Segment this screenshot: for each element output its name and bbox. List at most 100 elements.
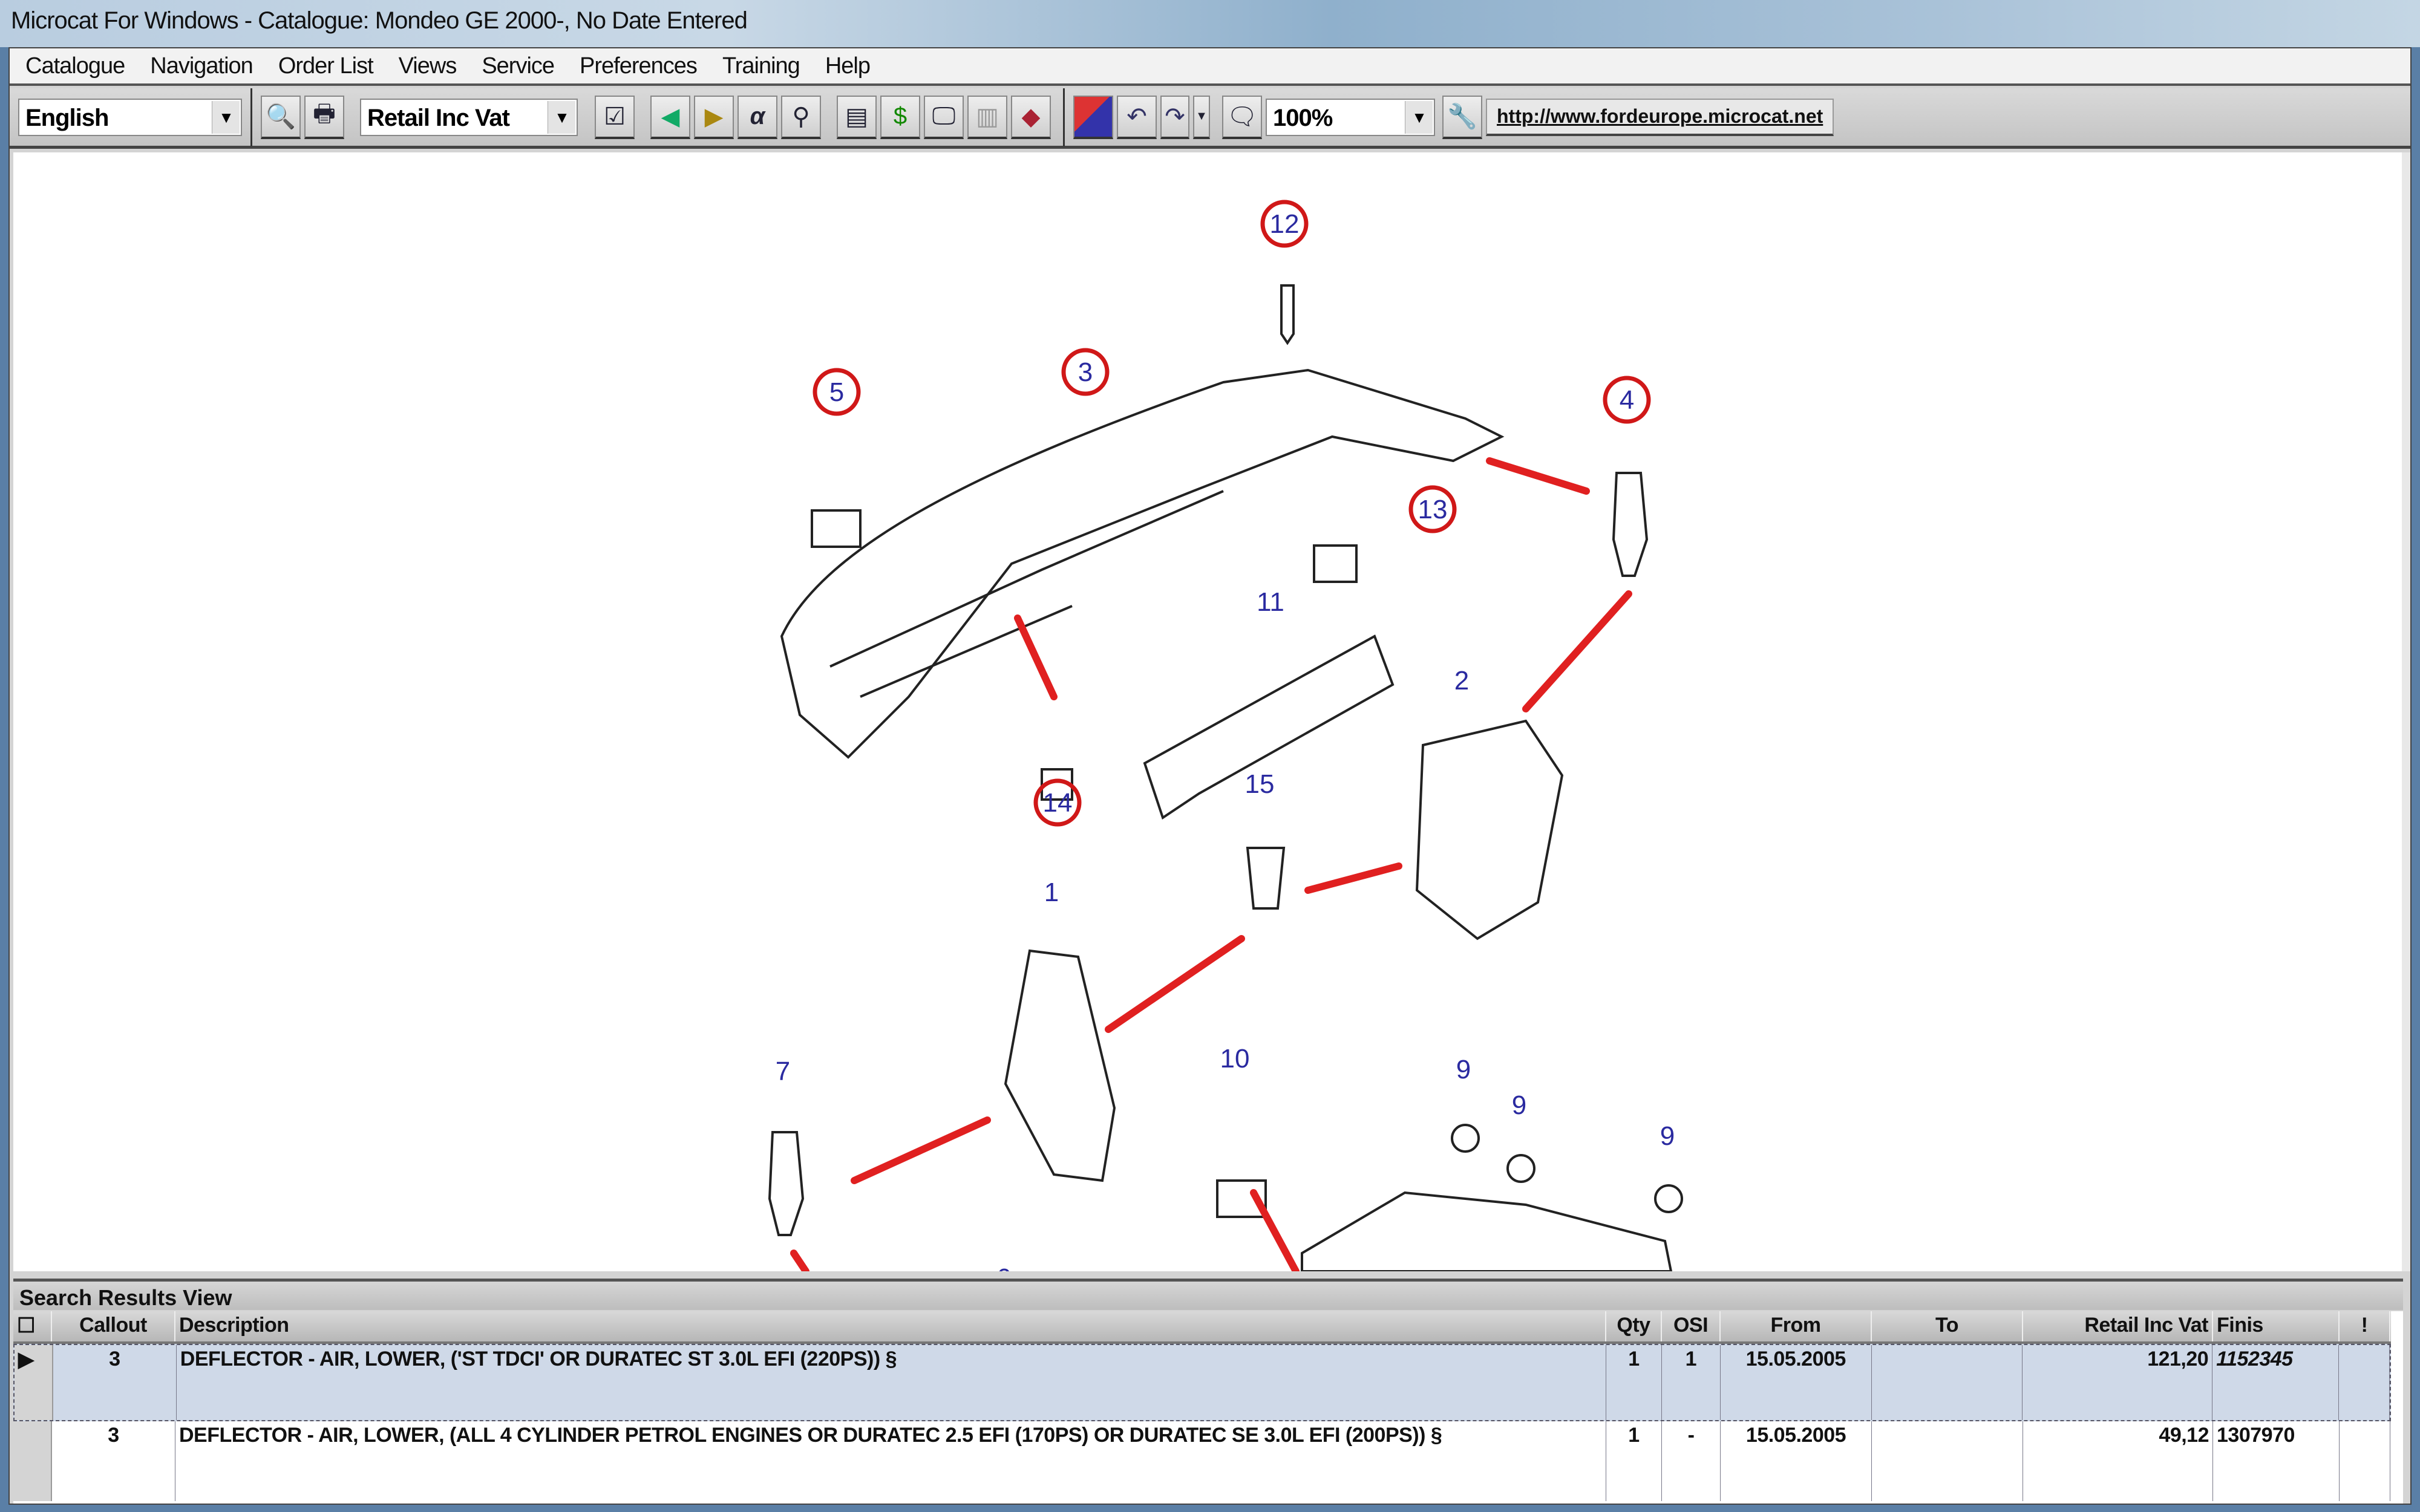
- callout-label[interactable]: 12: [1270, 209, 1300, 239]
- diagram-scrollbar[interactable]: [2402, 152, 2410, 1271]
- row-selector-arrow-icon[interactable]: ▶: [15, 1345, 53, 1420]
- col-callout[interactable]: Callout: [52, 1311, 175, 1341]
- row-selector[interactable]: [13, 1421, 52, 1501]
- clip-part-15: [1246, 847, 1286, 910]
- price-type-select[interactable]: Retail Inc Vat ▼: [360, 98, 578, 136]
- callout-circle: [1033, 778, 1082, 827]
- deflector-detail: [829, 490, 1224, 698]
- zoom-select[interactable]: 100% ▼: [1266, 98, 1435, 136]
- menu-catalogue[interactable]: Catalogue: [25, 53, 125, 79]
- callout-label[interactable]: 2: [1454, 666, 1469, 696]
- callout-label[interactable]: 9: [1660, 1121, 1675, 1151]
- chevron-down-icon[interactable]: ▼: [1405, 100, 1433, 134]
- price-button[interactable]: $: [880, 95, 920, 139]
- col-qty[interactable]: Qty: [1606, 1311, 1662, 1341]
- callout-label[interactable]: 11: [1257, 587, 1284, 617]
- print-preview-button[interactable]: 🔍: [261, 95, 301, 139]
- callout-label[interactable]: 4: [1620, 385, 1634, 415]
- parts-list-button[interactable]: ▤: [837, 95, 877, 139]
- menu-navigation[interactable]: Navigation: [150, 53, 253, 79]
- price-type-value: Retail Inc Vat: [367, 104, 510, 131]
- col-finis[interactable]: Finis: [2213, 1311, 2340, 1341]
- redo-button[interactable]: ↷: [1160, 95, 1189, 139]
- callout-label[interactable]: 6: [996, 1263, 1011, 1271]
- cell-qty: 1: [1606, 1421, 1662, 1501]
- cell-flag: [2340, 1421, 2390, 1501]
- nut-part-9: [1506, 1154, 1535, 1183]
- cell-from: 15.05.2005: [1721, 1345, 1872, 1420]
- callout-circle: [1408, 485, 1457, 533]
- zoom-value: 100%: [1273, 104, 1333, 131]
- cell-from: 15.05.2005: [1721, 1421, 1872, 1501]
- menu-service[interactable]: Service: [482, 53, 555, 79]
- callout-label[interactable]: 1: [1044, 878, 1059, 907]
- callout-label[interactable]: 3: [1078, 357, 1093, 387]
- screw-part-12: [1280, 284, 1295, 345]
- undershield-part-6: [1301, 1191, 1673, 1271]
- window-title: Microcat For Windows - Catalogue: Mondeo…: [11, 7, 748, 34]
- print-button[interactable]: 🖶: [304, 95, 344, 139]
- search-icon[interactable]: ⚲: [781, 95, 821, 139]
- table-header: ☐ Callout Description Qty OSI From To Re…: [13, 1311, 2391, 1344]
- app-window: Catalogue Navigation Order List Views Se…: [8, 47, 2412, 1505]
- split-view-button[interactable]: ▥: [967, 95, 1007, 139]
- table-row[interactable]: ▶ 3 DEFLECTOR - AIR, LOWER, ('ST TDCI' O…: [13, 1344, 2391, 1421]
- menu-order-list[interactable]: Order List: [278, 53, 374, 79]
- menu-help[interactable]: Help: [825, 53, 871, 79]
- website-link[interactable]: http://www.fordeurope.microcat.net: [1486, 98, 1834, 136]
- nut-part-9: [1451, 1124, 1480, 1153]
- undo-button[interactable]: ↶: [1117, 95, 1157, 139]
- callout-circle: [1603, 376, 1651, 424]
- cell-callout: 3: [52, 1421, 175, 1501]
- menu-training[interactable]: Training: [722, 53, 800, 79]
- callout-label[interactable]: 10: [1220, 1044, 1250, 1074]
- toolbar: English ▼ 🔍 🖶 Retail Inc Vat ▼ ☑ ◀ ▶ α ⚲ ▤…: [10, 88, 2410, 149]
- pushpin-part-4: [1612, 472, 1649, 577]
- clip-part-10: [1216, 1179, 1267, 1218]
- flag-icon[interactable]: [1073, 95, 1113, 139]
- cell-price: 49,12: [2023, 1421, 2213, 1501]
- cell-to: [1872, 1345, 2023, 1420]
- callout-label[interactable]: 9: [1456, 1055, 1471, 1084]
- air-guide-part-2: [1415, 719, 1564, 940]
- table-row[interactable]: 3 DEFLECTOR - AIR, LOWER, (ALL 4 CYLINDE…: [13, 1421, 2391, 1501]
- menu-bar: Catalogue Navigation Order List Views Se…: [10, 48, 2410, 86]
- tools-button[interactable]: 🔧: [1442, 95, 1482, 139]
- col-price[interactable]: Retail Inc Vat: [2023, 1311, 2213, 1341]
- exploded-view-drawing: 12 3 5 4 13 14 11 2 15 1 7 10 9 9 9 6: [768, 200, 1683, 1271]
- book-button[interactable]: ◆: [1011, 95, 1051, 139]
- chevron-down-icon[interactable]: ▼: [212, 100, 240, 134]
- callout-label[interactable]: 15: [1245, 769, 1275, 799]
- col-description[interactable]: Description: [175, 1311, 1606, 1341]
- col-osi[interactable]: OSI: [1662, 1311, 1721, 1341]
- direction-arrow: [1304, 862, 1402, 894]
- checklist-button[interactable]: ☑: [595, 95, 635, 139]
- menu-preferences[interactable]: Preferences: [580, 53, 698, 79]
- direction-arrow: [1014, 614, 1058, 700]
- language-select[interactable]: English ▼: [18, 98, 242, 136]
- select-all-checkbox[interactable]: ☐: [13, 1311, 52, 1341]
- air-guide-part-1: [1004, 949, 1116, 1182]
- forward-arrow-button[interactable]: ▶: [694, 95, 734, 139]
- notes-button[interactable]: 🗨: [1222, 95, 1262, 139]
- col-to[interactable]: To: [1872, 1311, 2023, 1341]
- toolbar-separator: [1063, 88, 1065, 146]
- back-arrow-button[interactable]: ◀: [650, 95, 690, 139]
- redo-dropdown-icon[interactable]: ▼: [1193, 95, 1210, 139]
- callout-circle: [1061, 348, 1110, 396]
- callout-label[interactable]: 7: [776, 1057, 790, 1086]
- chevron-down-icon[interactable]: ▼: [548, 100, 575, 134]
- col-flag[interactable]: !: [2340, 1311, 2390, 1341]
- col-from[interactable]: From: [1721, 1311, 1872, 1341]
- callout-circle: [1260, 200, 1309, 248]
- language-value: English: [25, 104, 109, 131]
- callout-label[interactable]: 14: [1043, 788, 1073, 818]
- alpha-search-button[interactable]: α: [737, 95, 777, 139]
- menu-views[interactable]: Views: [398, 53, 457, 79]
- callout-label[interactable]: 5: [829, 377, 844, 407]
- cell-finis: 1307970: [2213, 1421, 2340, 1501]
- callout-label[interactable]: 13: [1418, 495, 1448, 524]
- callout-label[interactable]: 9: [1512, 1090, 1526, 1120]
- monitor-button[interactable]: 🖵: [924, 95, 964, 139]
- nut-part-9: [1654, 1184, 1683, 1213]
